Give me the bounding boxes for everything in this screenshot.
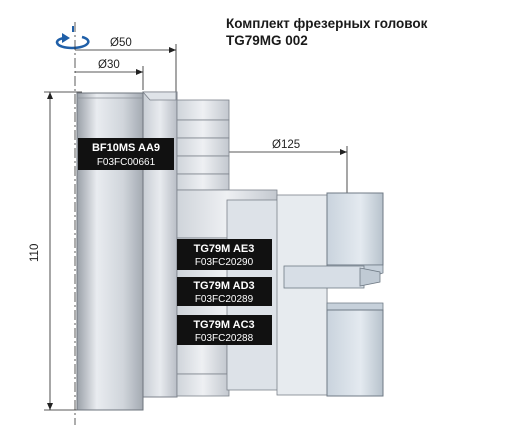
component-code: F03FC20290 bbox=[195, 257, 254, 268]
dimension-d30: Ø30 bbox=[75, 59, 144, 90]
label-tg79m-ad3: TG79M AD3 F03FC20289 bbox=[177, 277, 272, 306]
cutter-head-middle bbox=[283, 265, 381, 289]
dimension-height: 110 bbox=[29, 91, 82, 411]
component-name: TG79M AE3 bbox=[194, 243, 255, 255]
component-code: F03FC20289 bbox=[195, 294, 254, 305]
component-name: TG79M AC3 bbox=[193, 319, 254, 331]
rotation-arrow-icon bbox=[55, 26, 90, 50]
component-code: F03FC00661 bbox=[97, 157, 156, 168]
title-line-2: TG79MG 002 bbox=[226, 33, 308, 48]
label-height: 110 bbox=[29, 244, 41, 262]
label-d30: Ø30 bbox=[98, 59, 120, 71]
label-tg79m-ac3: TG79M AC3 F03FC20288 bbox=[177, 315, 272, 345]
component-name: TG79M AD3 bbox=[193, 280, 254, 292]
label-d50: Ø50 bbox=[110, 37, 132, 49]
label-bf10ms-aa9: BF10MS AA9 F03FC00661 bbox=[78, 138, 174, 170]
dimension-d50: Ø50 bbox=[75, 37, 177, 92]
flange-ring bbox=[142, 91, 178, 398]
component-code: F03FC20288 bbox=[195, 333, 254, 344]
label-d125: Ø125 bbox=[272, 139, 300, 151]
cutter-head-lower bbox=[326, 302, 384, 397]
label-tg79m-ae3: TG79M AE3 F03FC20290 bbox=[177, 239, 272, 270]
title-line-1: Комплект фрезерных головок bbox=[226, 16, 428, 31]
component-name: BF10MS AA9 bbox=[92, 142, 160, 154]
